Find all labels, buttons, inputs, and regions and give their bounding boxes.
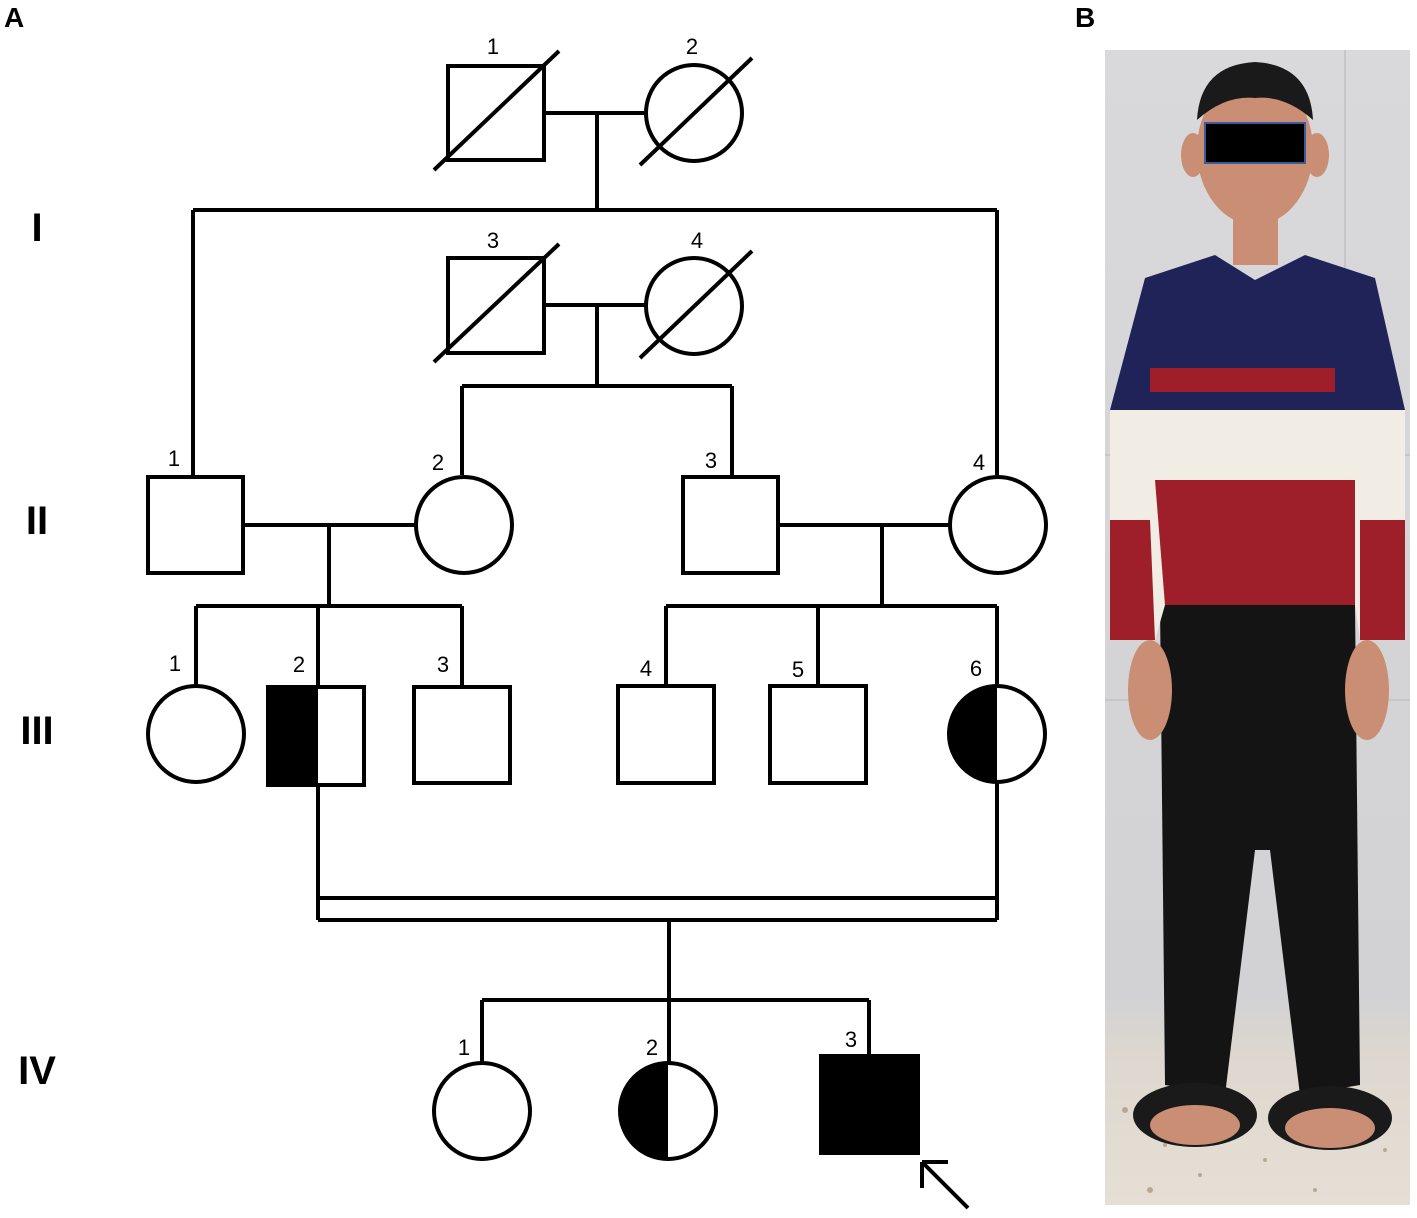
id-label-iii-4: 4 [640,656,652,681]
individual-iv-1 [432,1061,532,1161]
id-label-iii-6: 6 [970,656,982,681]
individual-ii-4 [948,475,1048,575]
deceased-mark-i-2 [638,56,754,167]
id-label-iii-5: 5 [792,657,804,682]
individual-iii-3 [412,685,512,785]
id-label-iii-2: 2 [293,652,305,677]
patient-figure [1105,50,1410,1193]
panel-label-a: A [4,2,25,33]
individual-iii-5 [768,684,868,785]
id-label-iv-1: 1 [458,1035,470,1060]
generation-label-i: I [31,206,42,250]
proband-arrow [920,1160,970,1210]
id-label-ii-1: 1 [168,446,180,471]
id-label-i-4: 4 [691,228,703,253]
id-label-ii-4: 4 [973,450,985,475]
id-label-i-2: 2 [686,34,698,59]
panel-label-b: B [1075,2,1096,33]
deceased-mark-i-3 [432,242,561,364]
individual-ii-1 [146,475,245,575]
id-label-ii-2: 2 [432,450,444,475]
generation-label-iii: III [20,709,53,753]
pedigree-lines [191,111,999,1063]
individual-ii-2 [414,475,514,575]
id-label-iv-3: 3 [845,1027,857,1052]
eye-mask-bar [1204,122,1306,164]
individual-iii-2 [266,685,366,787]
patient-photo [1105,50,1410,1205]
generation-label-ii: II [26,499,48,543]
deceased-mark-i-1 [432,49,561,172]
individual-iii-6 [947,684,1047,784]
individual-iv-2 [618,1061,718,1161]
id-label-iv-2: 2 [646,1035,658,1060]
deceased-mark-i-4 [638,249,754,360]
individual-ii-3 [681,475,780,575]
id-label-i-3: 3 [487,228,499,253]
id-label-iii-1: 1 [169,651,181,676]
generation-label-iv: IV [18,1049,56,1093]
pedigree-chart: I II III IV [18,34,1048,1210]
individual-iii-1 [146,684,246,784]
id-label-ii-3: 3 [705,448,717,473]
individual-iii-4 [616,684,716,785]
id-label-i-1: 1 [487,34,499,59]
individual-iv-3 [819,1054,920,1155]
id-label-iii-3: 3 [437,652,449,677]
